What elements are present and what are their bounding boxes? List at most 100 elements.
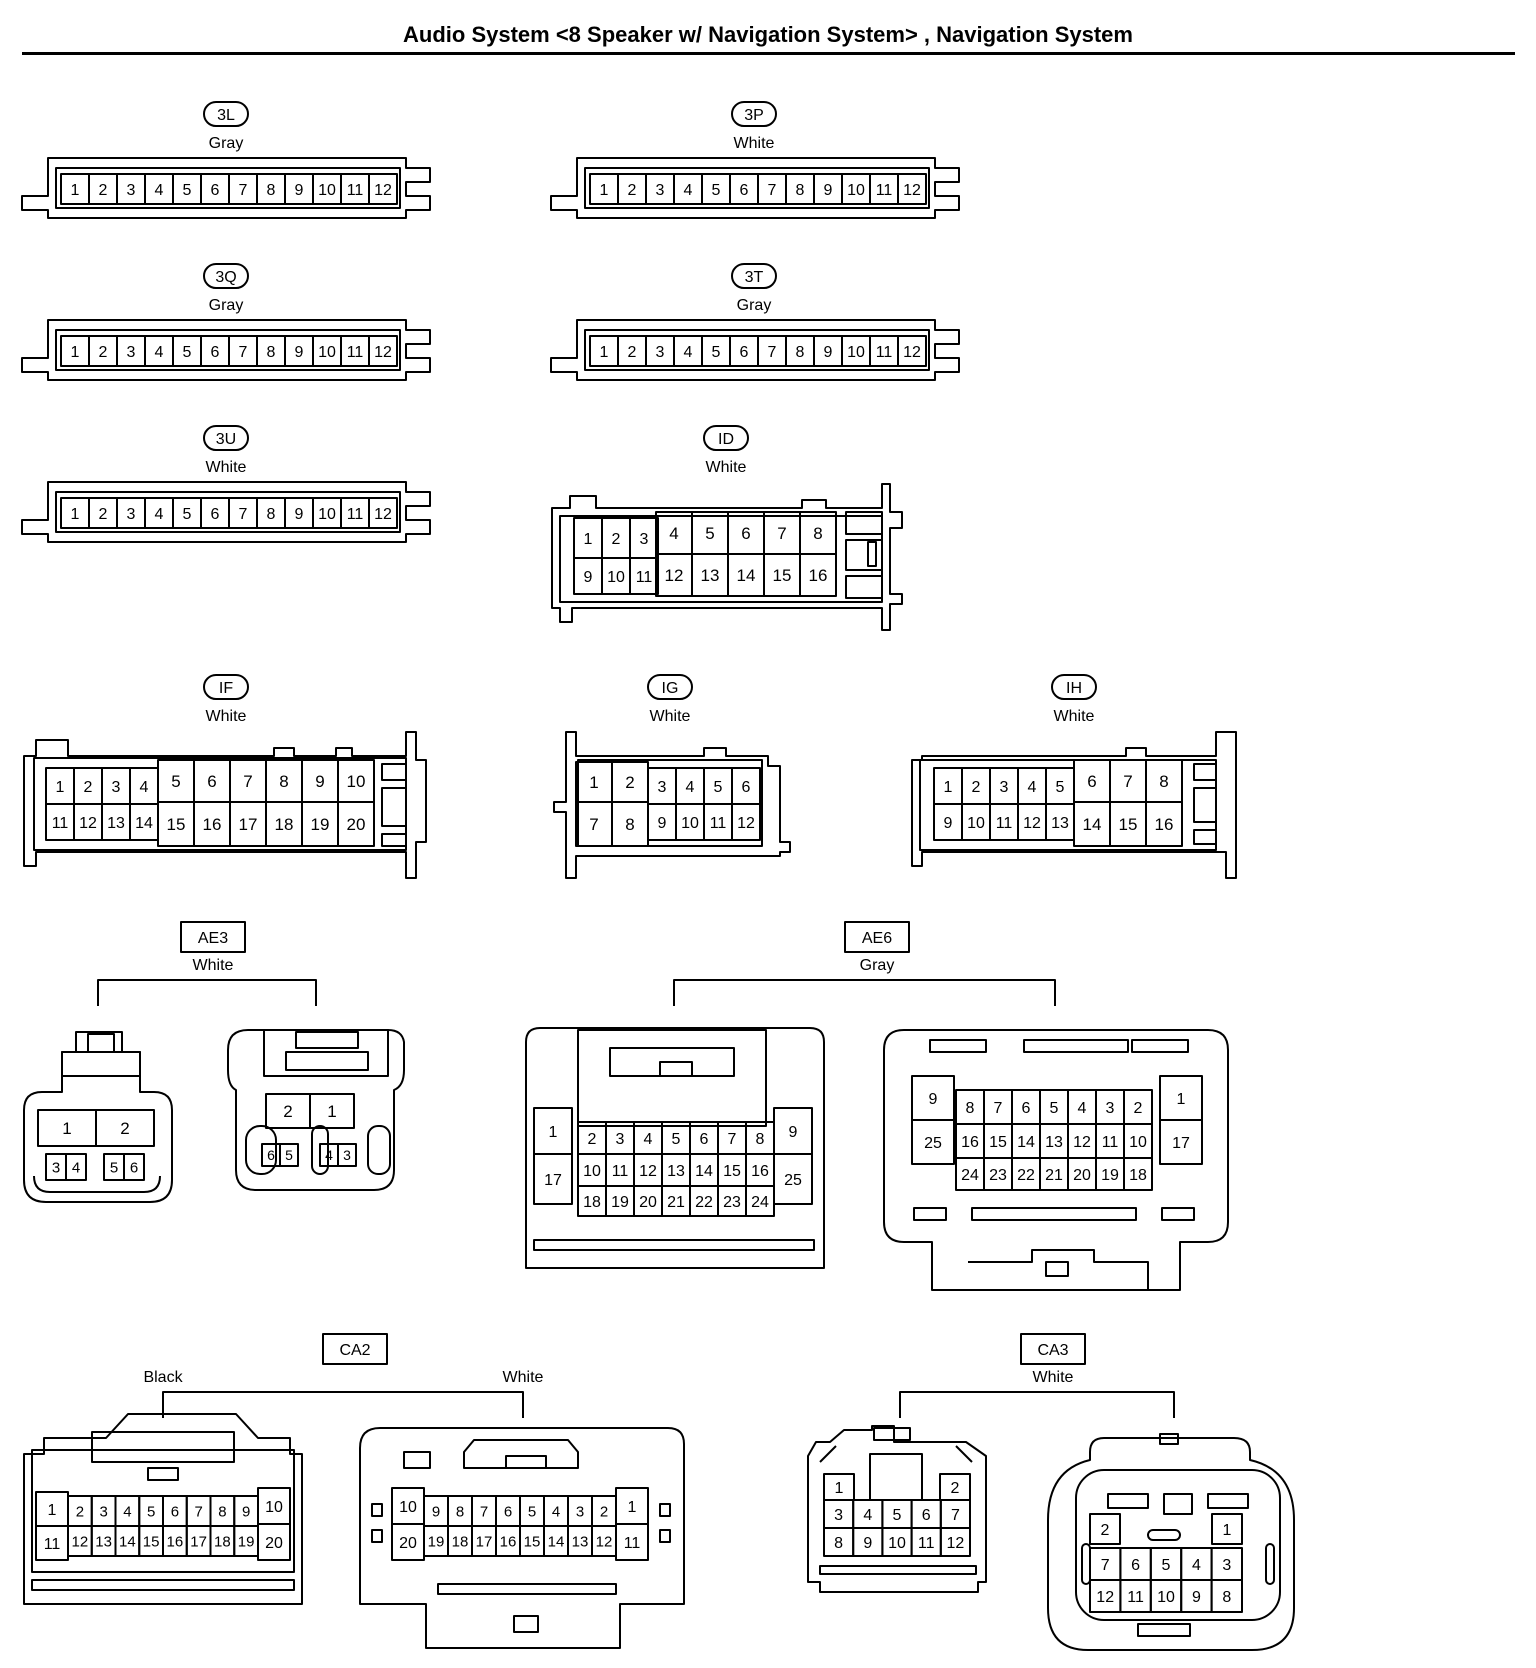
pin-number: 9	[432, 1503, 440, 1520]
pin-number: 10	[967, 815, 985, 832]
pin-cell: 4	[1067, 1089, 1097, 1125]
pin-cell: 4	[144, 335, 174, 367]
pin-cell: 9	[233, 1495, 259, 1527]
pin-cell: 8	[256, 335, 286, 367]
pin-cell: 19	[233, 1525, 259, 1557]
pin-number: 15	[167, 815, 186, 834]
pin-number: 2	[628, 182, 637, 199]
pin-number: 12	[596, 1533, 613, 1550]
pin-number: 1	[600, 344, 609, 361]
pin-cell: 5	[157, 759, 195, 803]
pin-number: 12	[665, 566, 684, 585]
pin-number: 11	[624, 1535, 641, 1552]
pin-cell: 17	[533, 1153, 573, 1205]
pin-number: 10	[399, 1499, 417, 1516]
pin-number: 23	[723, 1194, 741, 1211]
pin-cell: 1	[615, 1487, 649, 1525]
pin-cell: 8	[447, 1495, 473, 1527]
pin-cell: 2	[611, 761, 649, 803]
pin-number: 4	[123, 1503, 131, 1520]
pin-number: 18	[452, 1533, 469, 1550]
pin-number: 16	[500, 1533, 517, 1550]
connector-code: 3L	[217, 107, 235, 124]
pin-number: 14	[737, 566, 756, 585]
pin-number: 4	[72, 1159, 80, 1176]
pin-number: 20	[265, 1535, 283, 1552]
pin-cell: 9	[813, 335, 843, 367]
connector-color: White	[734, 135, 775, 152]
pin-cell: 13	[1045, 803, 1075, 841]
pin-number: 20	[639, 1194, 657, 1211]
pin-cell: 2	[88, 497, 118, 529]
pin-cell: 8	[1210, 1579, 1243, 1613]
pin-cell: 2	[617, 335, 647, 367]
connector-code: 3U	[216, 431, 236, 448]
pin-number: 3	[656, 344, 665, 361]
pin-number: 22	[1017, 1167, 1035, 1184]
label-3P: 3P White	[731, 101, 777, 152]
pin-number: 18	[1129, 1167, 1147, 1184]
pin-cell: 7	[1089, 1547, 1122, 1581]
pin-number: 6	[922, 1507, 931, 1524]
pin-cell: 11	[869, 173, 899, 205]
pin-number: 9	[929, 1091, 938, 1108]
pin-cell: 10	[675, 803, 705, 841]
pin-number: 5	[285, 1147, 293, 1163]
pin-number: 2	[600, 1503, 608, 1520]
pin-cell: 18	[265, 801, 303, 847]
pin-number: 17	[190, 1533, 207, 1550]
pin-number: 12	[737, 815, 755, 832]
pin-cell: 5	[138, 1495, 164, 1527]
pin-number: 7	[768, 182, 777, 199]
pin-cell: 6	[261, 1143, 281, 1167]
pin-number: 10	[607, 569, 625, 586]
pin-number: 4	[1028, 779, 1037, 796]
pin-cell: 21	[1039, 1157, 1069, 1191]
pin-cell: 10	[312, 173, 342, 205]
pin-number: 9	[584, 569, 593, 586]
pin-number: 5	[110, 1159, 118, 1176]
pin-cell: 15	[763, 553, 801, 597]
pin-number: 20	[347, 815, 366, 834]
title-rule	[22, 52, 1515, 55]
connector-code: AE3	[198, 930, 228, 947]
pin-number: 8	[966, 1100, 975, 1117]
pin-cell: 23	[717, 1185, 747, 1217]
pin-cell: 1	[1211, 1513, 1243, 1545]
pin-number: 2	[1134, 1100, 1143, 1117]
connector-code: IF	[219, 680, 233, 697]
connector-color: White	[706, 459, 747, 476]
pin-number: 8	[796, 182, 805, 199]
pin-number: 3	[127, 506, 136, 523]
connector-code: 3T	[745, 269, 764, 286]
pin-cell: 12	[731, 803, 761, 841]
pin-number: 3	[1000, 779, 1009, 796]
pin-number: 14	[548, 1533, 565, 1550]
pin-number: 14	[1017, 1134, 1035, 1151]
pin-number: 25	[924, 1135, 942, 1152]
pin-number: 20	[1073, 1167, 1091, 1184]
pin-number: 2	[99, 182, 108, 199]
connector-code: IG	[662, 680, 679, 697]
pin-number: 4	[140, 779, 149, 796]
pin-number: 7	[1101, 1557, 1110, 1574]
pin-cell: 25	[911, 1119, 955, 1165]
pin-cell: 3	[90, 1495, 117, 1527]
pin-cell: 19	[301, 801, 339, 847]
page-title: Audio System <8 Speaker w/ Navigation Sy…	[403, 22, 1133, 47]
pin-cell: 5	[703, 767, 733, 805]
pin-cell: 15	[717, 1153, 747, 1187]
pin-number: 10	[318, 182, 336, 199]
pin-cell: 4	[65, 1153, 87, 1181]
pin-number: 10	[1129, 1134, 1147, 1151]
pin-cell: 10	[577, 1153, 607, 1187]
pin-number: 8	[813, 524, 822, 543]
pin-cell: 11	[629, 557, 659, 595]
pin-cell: 8	[256, 497, 286, 529]
pin-cell: 24	[745, 1185, 775, 1217]
pin-number: 5	[893, 1507, 902, 1524]
pin-number: 13	[667, 1163, 685, 1180]
